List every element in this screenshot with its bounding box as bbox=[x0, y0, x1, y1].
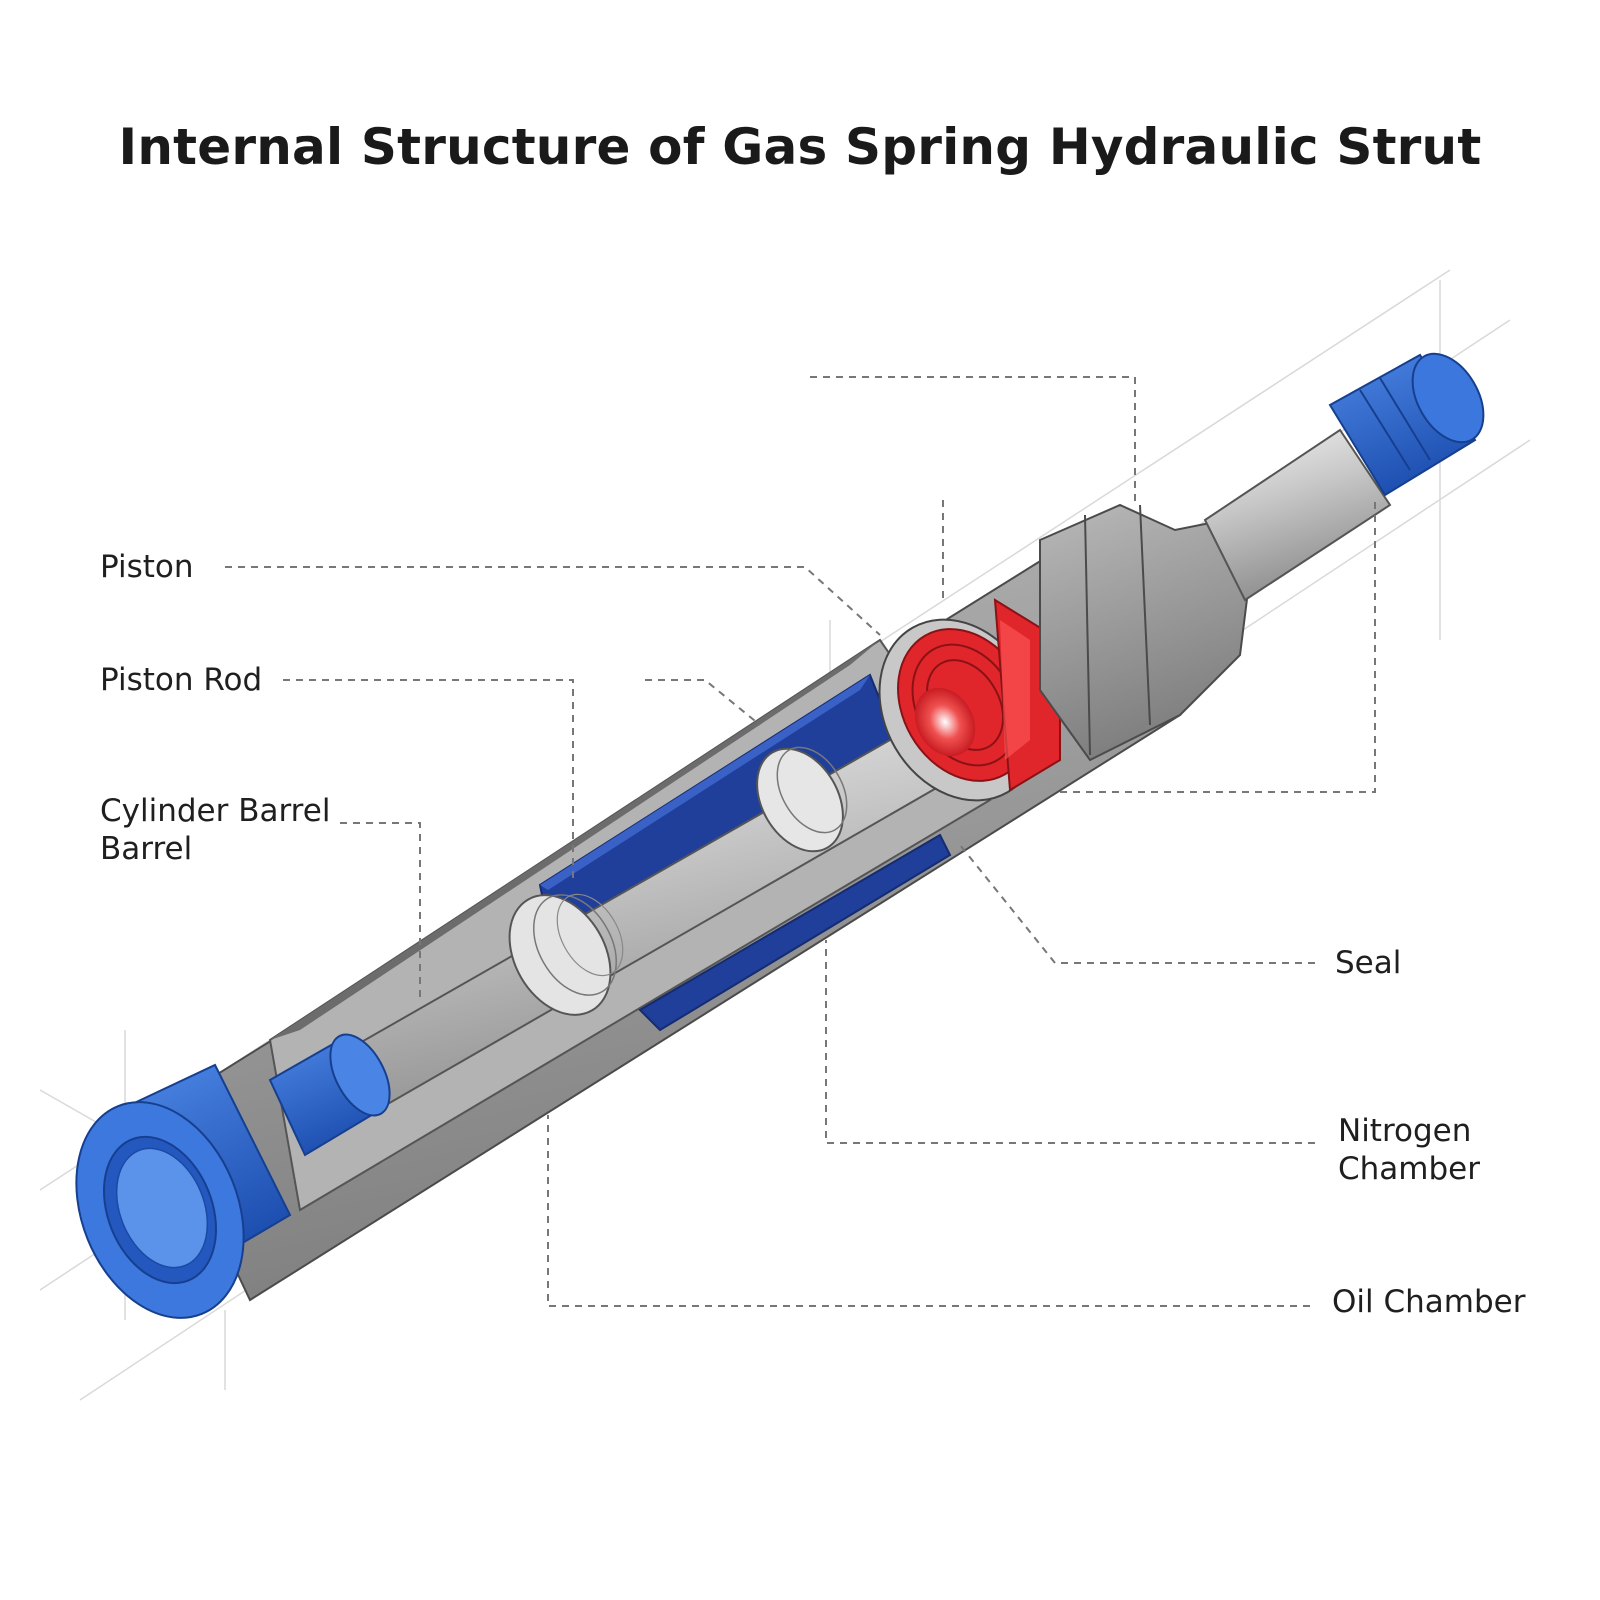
leader-lines bbox=[225, 376, 1376, 1307]
seal-leader bbox=[959, 844, 1315, 964]
page-title: Internal Structure of Gas Spring Hydraul… bbox=[118, 118, 1482, 176]
label-nitrogen-chamber-line2: Chamber bbox=[1338, 1151, 1480, 1187]
upper-fitting-leader bbox=[1060, 500, 1376, 793]
oil-chamber-leader bbox=[547, 1115, 1310, 1307]
label-cylinder-barrel: Cylinder Barrel Barrel bbox=[100, 792, 330, 868]
label-piston-rod: Piston Rod bbox=[100, 662, 263, 698]
piston-rod-leader-2 bbox=[645, 679, 761, 726]
piston-rod bbox=[328, 698, 987, 1122]
piston-rod-leader bbox=[283, 679, 574, 880]
seal-assembly bbox=[878, 598, 1061, 802]
upper-end-fitting bbox=[1328, 352, 1485, 497]
label-oil-chamber: Oil Chamber bbox=[1332, 1284, 1526, 1320]
label-seal: Seal bbox=[1335, 945, 1402, 981]
cylinder-barrel-leader bbox=[340, 822, 421, 1000]
lower-end-cap bbox=[75, 1033, 391, 1319]
label-nitrogen-chamber: Nitrogen Chamber bbox=[1338, 1112, 1480, 1188]
upper-housing-leader bbox=[810, 376, 1136, 505]
upper-housing bbox=[1039, 428, 1392, 762]
label-cylinder-barrel-line1: Cylinder Barrel bbox=[100, 793, 331, 829]
label-piston: Piston bbox=[100, 549, 194, 585]
nitrogen-chamber-leader bbox=[825, 940, 1315, 1144]
label-nitrogen-chamber-line1: Nitrogen bbox=[1338, 1113, 1472, 1149]
piston-leader bbox=[225, 566, 881, 636]
label-cylinder-barrel-line2: Barrel bbox=[100, 831, 193, 867]
